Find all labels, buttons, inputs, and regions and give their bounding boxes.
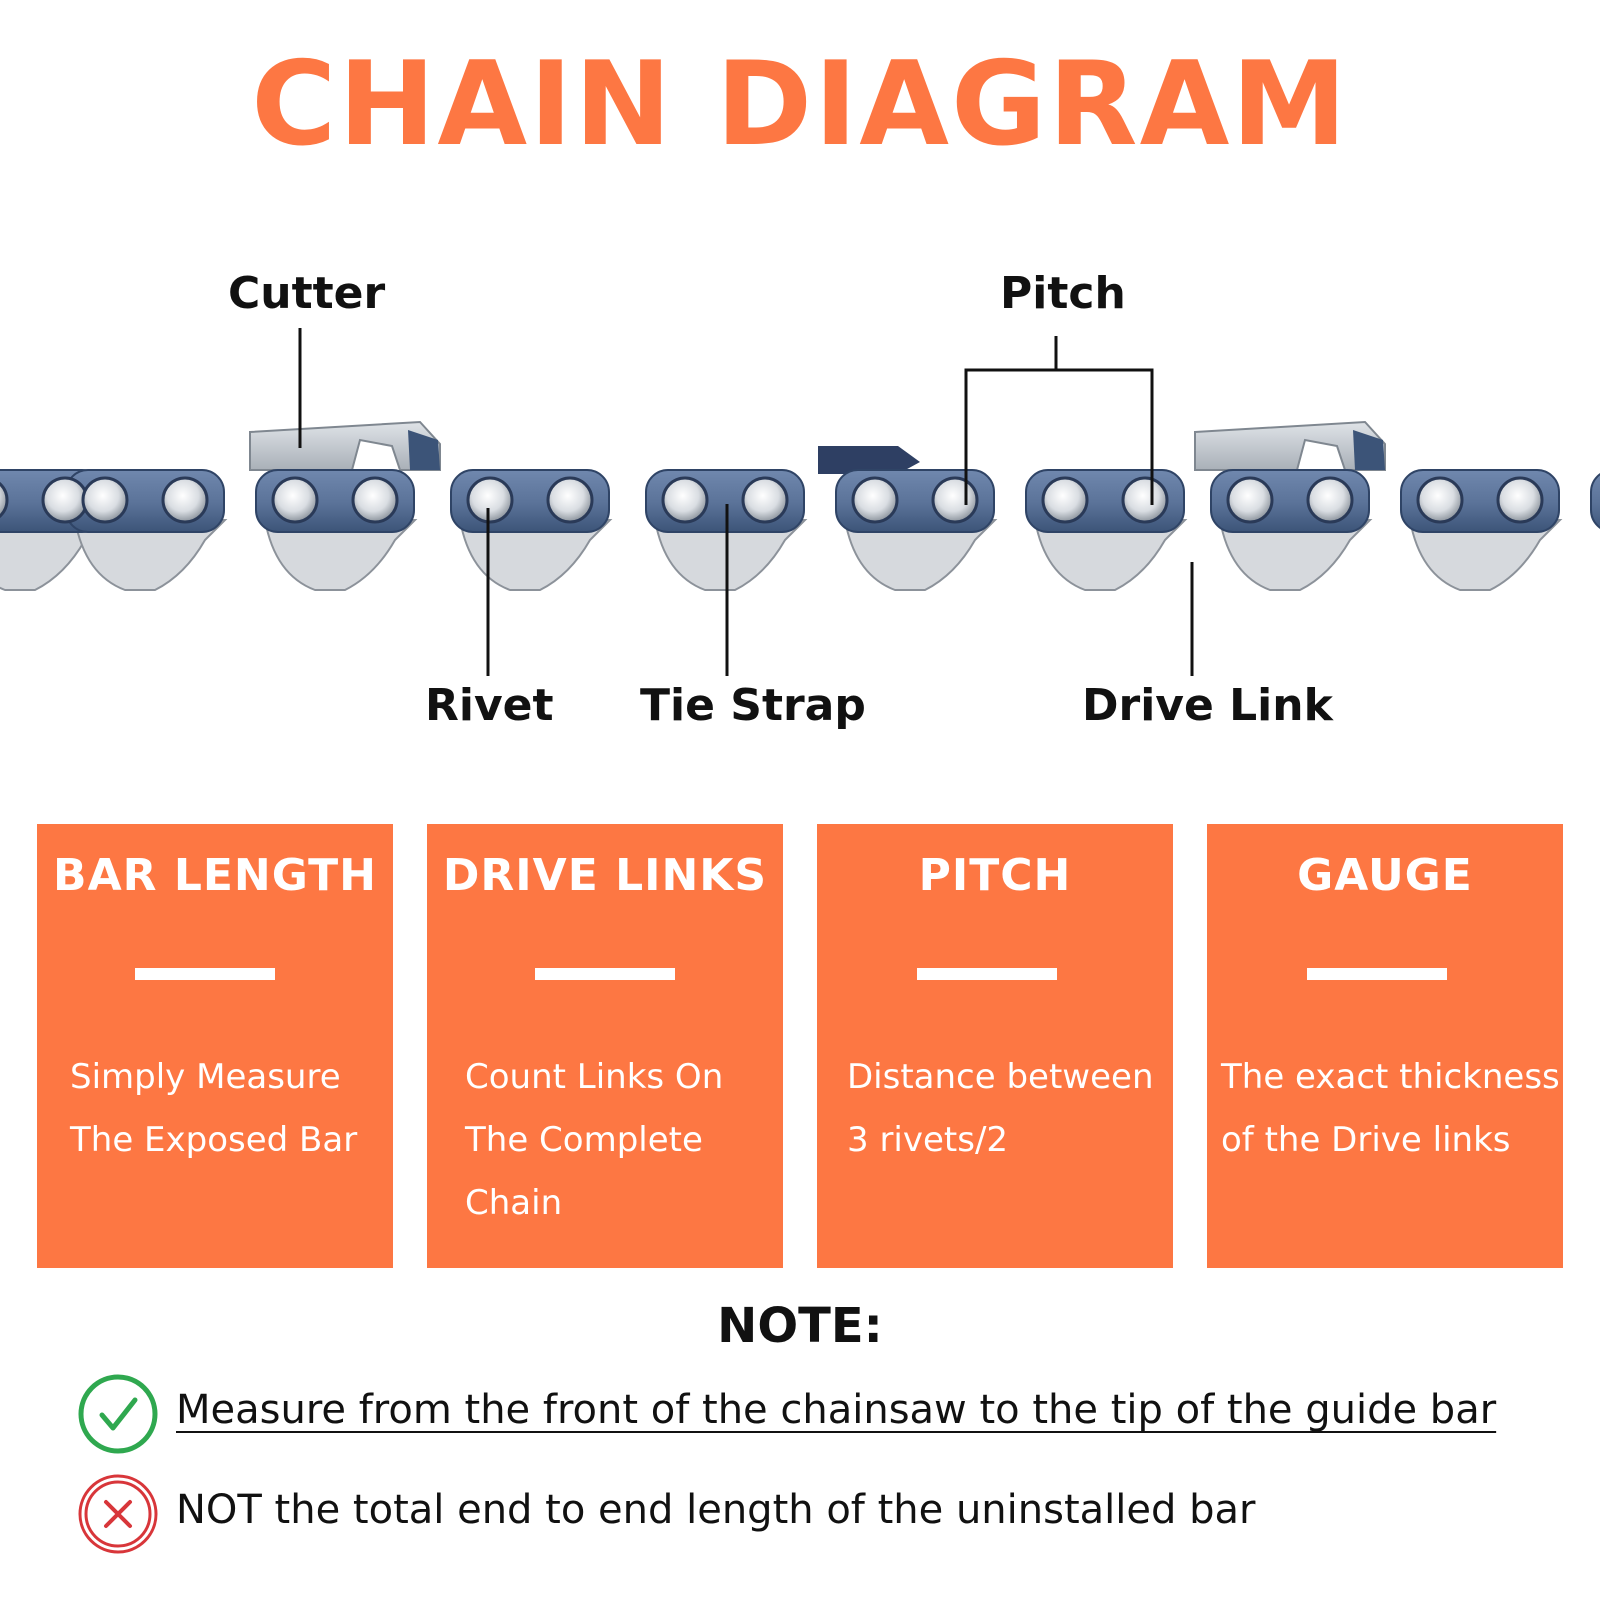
rivets bbox=[0, 476, 1544, 524]
card-title: PITCH bbox=[918, 850, 1072, 901]
info-cards: BAR LENGTH Simply Measure The Exposed Ba… bbox=[37, 824, 1563, 1268]
note-title: NOTE: bbox=[717, 1298, 883, 1354]
card-description-line: The Complete bbox=[465, 1120, 703, 1160]
card-description: Count Links On The Complete Chain bbox=[465, 1046, 723, 1235]
card-drive-links: DRIVE LINKS Count Links On The Complete … bbox=[427, 824, 783, 1268]
card-title: BAR LENGTH bbox=[53, 850, 377, 901]
cutter-shapes bbox=[249, 420, 1386, 474]
note-incorrect-text: NOT the total end to end length of the u… bbox=[176, 1487, 1256, 1533]
drive-link-tooth bbox=[1033, 519, 1188, 591]
drive-link-tooth bbox=[263, 519, 418, 591]
rivet bbox=[351, 476, 399, 524]
card-divider bbox=[917, 968, 1057, 980]
card-description-line: Chain bbox=[465, 1183, 563, 1223]
rivet bbox=[1496, 476, 1544, 524]
rivet bbox=[1416, 476, 1464, 524]
card-description-line: Count Links On bbox=[465, 1057, 724, 1097]
rivet bbox=[851, 476, 899, 524]
callout-pitch: Pitch bbox=[1000, 268, 1126, 319]
rivet bbox=[271, 476, 319, 524]
card-divider bbox=[1307, 968, 1447, 980]
rivet bbox=[466, 476, 514, 524]
card-description-line: 3 rivets/2 bbox=[847, 1120, 1009, 1160]
checkmark-circle-icon bbox=[78, 1374, 158, 1454]
card-divider bbox=[535, 968, 675, 980]
card-description: Simply Measure The Exposed Bar bbox=[70, 1046, 357, 1172]
card-description: The exact thickness of the Drive links bbox=[1221, 1046, 1560, 1172]
card-divider bbox=[135, 968, 275, 980]
rivet bbox=[0, 481, 9, 519]
callout-rivet: Rivet bbox=[425, 680, 554, 731]
rivet bbox=[1121, 476, 1169, 524]
card-bar-length: BAR LENGTH Simply Measure The Exposed Ba… bbox=[37, 824, 393, 1268]
note-incorrect: NOT the total end to end length of the u… bbox=[76, 1472, 1576, 1556]
card-pitch: PITCH Distance between 3 rivets/2 bbox=[817, 824, 1173, 1268]
drive-link-tooth bbox=[73, 519, 228, 591]
cross-circle-icon bbox=[78, 1474, 158, 1554]
card-description-line: Distance between bbox=[847, 1057, 1154, 1097]
link-plate bbox=[1590, 473, 1600, 529]
card-description-line: Simply Measure bbox=[70, 1057, 341, 1097]
callout-cutter: Cutter bbox=[228, 268, 386, 319]
drive-link-teeth bbox=[0, 519, 1600, 591]
leader-lines bbox=[298, 328, 1194, 676]
note-correct: Measure from the front of the chainsaw t… bbox=[76, 1372, 1576, 1456]
depth-gauge bbox=[818, 446, 920, 474]
drive-link-tooth bbox=[843, 519, 998, 591]
rivet bbox=[161, 476, 209, 524]
rivet bbox=[81, 476, 129, 524]
link-plates bbox=[0, 469, 1600, 533]
card-description-line: of the Drive links bbox=[1221, 1120, 1511, 1160]
rivet bbox=[546, 476, 594, 524]
card-title: GAUGE bbox=[1297, 850, 1473, 901]
chain-illustration bbox=[0, 328, 1600, 676]
rivet bbox=[931, 476, 979, 524]
rivet bbox=[1306, 476, 1354, 524]
callout-drive-link: Drive Link bbox=[1082, 680, 1333, 731]
drive-link-tooth bbox=[653, 519, 808, 591]
card-gauge: GAUGE The exact thickness of the Drive l… bbox=[1207, 824, 1563, 1268]
drive-link-tooth bbox=[458, 519, 613, 591]
pitch-bracket bbox=[964, 336, 1154, 505]
card-title: DRIVE LINKS bbox=[442, 850, 768, 901]
diagram-title: CHAIN DIAGRAM bbox=[251, 37, 1349, 172]
callout-tie-strap: Tie Strap bbox=[640, 680, 866, 731]
rivet bbox=[661, 476, 709, 524]
rivet bbox=[1226, 476, 1274, 524]
card-description-line: The exact thickness bbox=[1221, 1057, 1560, 1097]
card-description: Distance between 3 rivets/2 bbox=[847, 1046, 1154, 1172]
rivet bbox=[741, 476, 789, 524]
drive-link-tooth bbox=[1218, 519, 1373, 591]
rivet bbox=[1041, 476, 1089, 524]
drive-link-tooth bbox=[1408, 519, 1563, 591]
card-description-line: The Exposed Bar bbox=[70, 1120, 358, 1160]
rivet bbox=[41, 476, 89, 524]
note-correct-text: Measure from the front of the chainsaw t… bbox=[176, 1387, 1497, 1433]
